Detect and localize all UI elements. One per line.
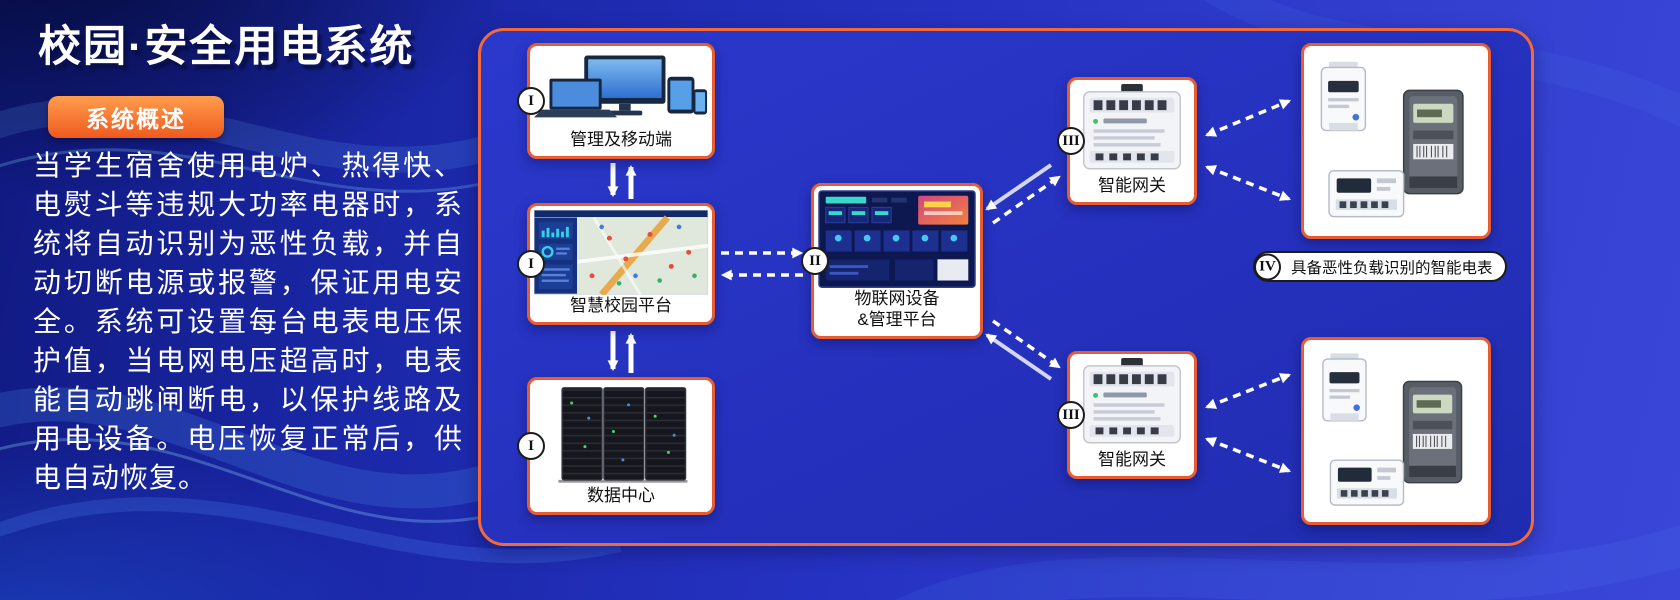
meter-caption-text: 具备恶性负载识别的智能电表 bbox=[1291, 259, 1493, 277]
numeral-badge-meters: IV bbox=[1254, 253, 1281, 280]
node-label-platform: 智慧校园平台 bbox=[570, 295, 672, 315]
node-platform: 智慧校园平台 I bbox=[517, 203, 715, 325]
numeral-badge-gateway-bottom: III bbox=[1057, 401, 1085, 429]
numeral-badge-datacenter: I bbox=[517, 432, 545, 460]
arrow-gateway-top-meter-b bbox=[1204, 165, 1292, 201]
smart-meters-illustration bbox=[1304, 46, 1488, 236]
smart-meters-illustration bbox=[1304, 340, 1488, 522]
arrow-gateway-top-iot bbox=[985, 163, 1053, 211]
node-meters-top bbox=[1301, 43, 1491, 239]
node-gateway-bottom: 智能网关 III bbox=[1057, 351, 1197, 479]
node-label-gateway-bottom: 智能网关 bbox=[1098, 449, 1166, 469]
description-text: 当学生宿舍使用电炉、热得快、电熨斗等违规大功率电器时，系统将自动识别为恶性负载，… bbox=[33, 150, 463, 493]
node-meters-bottom bbox=[1301, 337, 1491, 525]
numeral-badge-gateway-top: III bbox=[1057, 127, 1085, 155]
server-racks-illustration bbox=[530, 380, 712, 485]
overview-badge: 系统概述 bbox=[48, 96, 224, 138]
arrow-gateway-bottom-meter-b bbox=[1204, 437, 1292, 473]
node-label-gateway-top: 智能网关 bbox=[1098, 175, 1166, 195]
diagram-panel: 管理及移动端 I bbox=[478, 28, 1534, 546]
arrow-gateway-bottom-meter-a bbox=[1204, 373, 1292, 409]
iot-dashboard-illustration bbox=[814, 186, 980, 288]
numeral-badge-platform: I bbox=[517, 250, 545, 278]
devices-illustration bbox=[530, 46, 712, 129]
node-gateway-top: 智能网关 III bbox=[1057, 77, 1197, 205]
node-management: 管理及移动端 I bbox=[517, 43, 715, 159]
smart-meter-caption: IV 具备恶性负载识别的智能电表 bbox=[1253, 251, 1507, 282]
node-datacenter: 数据中心 I bbox=[517, 377, 715, 515]
node-label-iot: 物联网设备 &管理平台 bbox=[854, 289, 940, 329]
node-label-management: 管理及移动端 bbox=[570, 129, 672, 149]
node-label-datacenter: 数据中心 bbox=[587, 485, 655, 505]
node-iot: 物联网设备 &管理平台 II bbox=[801, 183, 983, 339]
gateway-device-illustration bbox=[1070, 354, 1194, 449]
numeral-badge-iot: II bbox=[801, 247, 829, 275]
campus-dashboard-illustration bbox=[530, 206, 712, 295]
gateway-device-illustration bbox=[1070, 80, 1194, 175]
numeral-badge-management: I bbox=[517, 87, 545, 115]
arrow-gateway-top-meter-a bbox=[1204, 99, 1292, 137]
connection-arrows bbox=[607, 99, 1292, 473]
page-title: 校园·安全用电系统 bbox=[38, 23, 415, 71]
arrow-gateway-bottom-iot bbox=[985, 333, 1053, 381]
